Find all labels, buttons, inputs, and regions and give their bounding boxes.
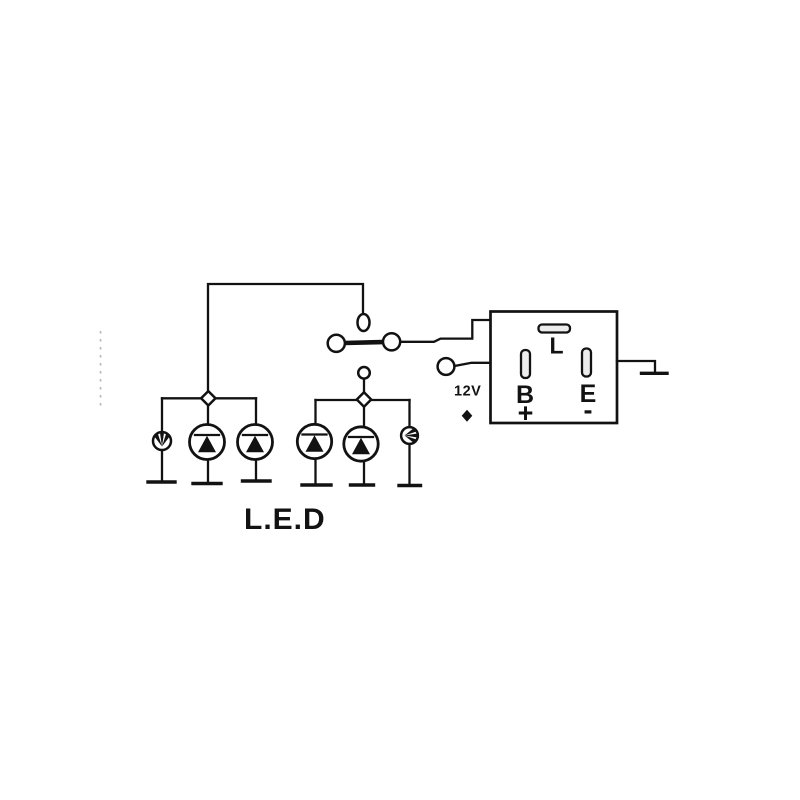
junction-diamond-icon — [199, 389, 218, 408]
switch-top-contact-icon — [356, 312, 371, 333]
wire-switch-to-relay — [399, 318, 492, 343]
switch-bottom-contact-icon — [356, 365, 372, 380]
led-triangle — [198, 435, 216, 453]
bulb-fan-blade — [154, 434, 162, 447]
diamond-marker-icon — [461, 409, 473, 422]
led-cluster-right — [295, 365, 423, 488]
bulb-fan-blade — [160, 433, 164, 447]
wire-feed-to-switch — [206, 282, 365, 394]
led-cluster-left — [146, 389, 274, 486]
led-symbol-icon — [295, 422, 334, 461]
relay-terminal-L-label: L — [549, 333, 563, 359]
bulb-fan-blade — [404, 435, 417, 444]
wire-relay-to-ground — [615, 359, 657, 374]
junction-diamond-icon — [355, 390, 373, 409]
led-symbol-icon — [342, 425, 380, 463]
switch-pivot-right — [381, 331, 402, 352]
relay-terminal-B-label: B — [516, 381, 534, 409]
bulb-fan-blade — [404, 427, 417, 436]
relay-box: L B E + - — [489, 310, 619, 428]
led-symbol-icon — [236, 423, 274, 461]
supply-connector: 12V — [436, 356, 492, 422]
relay-pin-B-icon — [519, 348, 532, 380]
bulb-fan-blade — [162, 434, 170, 447]
supply-voltage-label: 12V — [454, 384, 481, 400]
supply-terminal-icon — [436, 356, 456, 377]
led-triangle — [352, 437, 370, 455]
wire-supply-to-relay — [453, 361, 492, 368]
switch-pivot-left — [326, 333, 347, 354]
relay-minus-sign: - — [584, 395, 593, 425]
switch-lever — [342, 339, 387, 346]
bulb-fan-blade — [404, 433, 418, 438]
flasher-switch — [326, 331, 402, 354]
relay-terminal-E-label: E — [580, 380, 597, 408]
relay-pin-L-icon — [537, 323, 572, 334]
bulb-symbol-icon — [399, 425, 420, 446]
led-caption: L.E.D — [244, 503, 326, 536]
led-triangle — [305, 435, 324, 452]
relay-pin-E-icon — [580, 347, 593, 378]
led-symbol-icon — [188, 423, 226, 461]
bulb-symbol-icon — [151, 430, 173, 452]
relay-plus-sign: + — [518, 398, 534, 428]
led-triangle — [246, 435, 264, 453]
